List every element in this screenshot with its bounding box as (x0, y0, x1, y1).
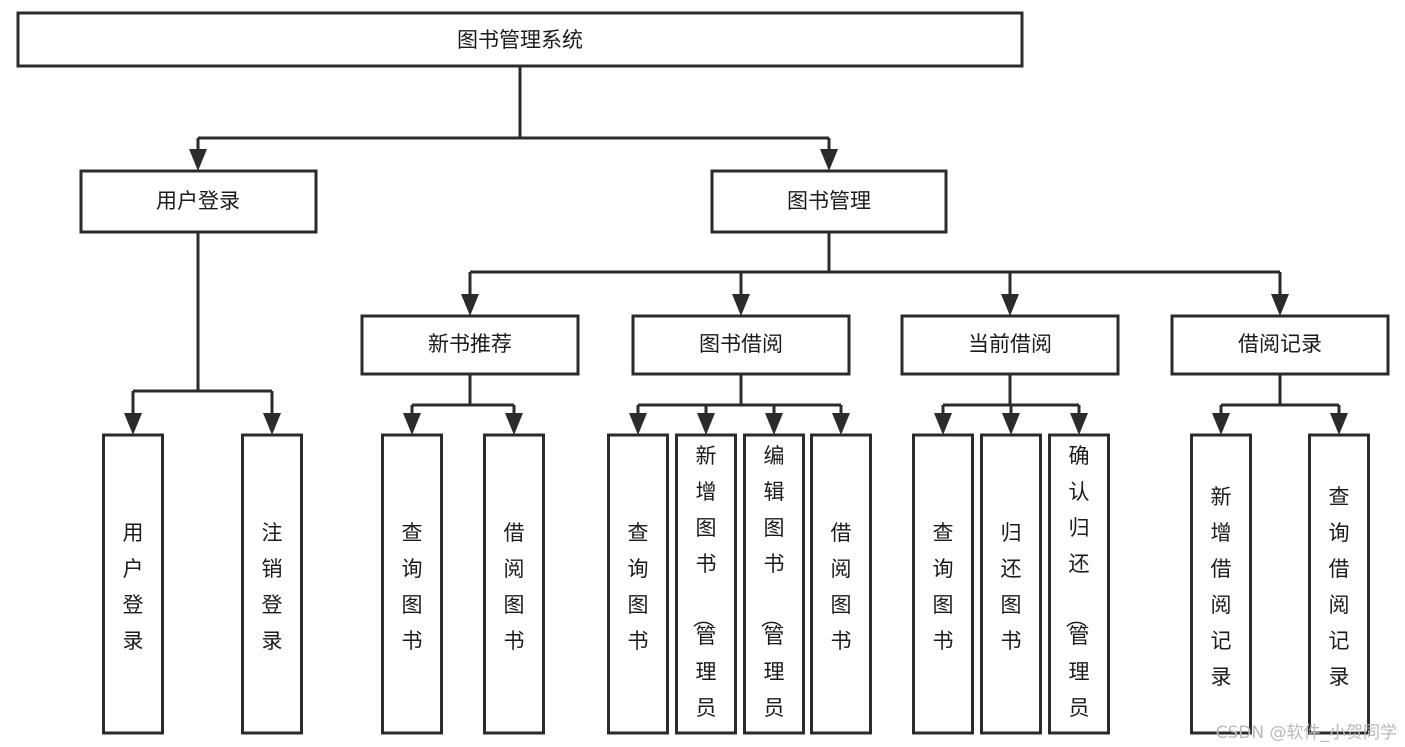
new-book-recommend-box (360, 314, 580, 376)
leaf-label: 借阅图书 (504, 521, 525, 653)
book_borrow-arrow-1 (697, 413, 715, 435)
leaf-label: 新增图书（管理员） (691, 444, 717, 747)
book-management-arrow-3 (1271, 294, 1289, 316)
edges-layer (124, 66, 1348, 435)
leaf-node-user-login-1: 注销登录 (241, 433, 303, 735)
leaf-node-current-borrow-2: 确认归还（管理员） (1048, 433, 1110, 747)
root-box (16, 11, 1024, 68)
current-borrow-box (900, 314, 1120, 376)
leaf-box (483, 433, 545, 735)
current_borrow-arrow-0 (934, 413, 952, 435)
leaf-box (912, 433, 974, 735)
leaf-box (381, 433, 443, 735)
leaf-label: 查询图书 (628, 521, 649, 653)
user-login-arrow-0 (124, 413, 142, 435)
new_book_recommend-arrow-1 (505, 413, 523, 435)
book_borrow-arrow-0 (629, 413, 647, 435)
current_borrow-arrow-2 (1070, 413, 1088, 435)
leaf-label: 用户登录 (123, 521, 144, 653)
leaf-node-user-login-0: 用户登录 (102, 433, 164, 735)
leaf-box (607, 433, 669, 735)
leaf-label: 归还图书 (1001, 521, 1022, 653)
leaf-node-current-borrow-0: 查询图书 (912, 433, 974, 735)
root-label: 图书管理系统 (457, 28, 583, 52)
leaf-node-book-borrow-3: 借阅图书 (810, 433, 872, 735)
leaf-box (102, 433, 164, 735)
root-arrow-0 (189, 149, 207, 171)
root-arrow-1 (820, 149, 838, 171)
leaf-box (1048, 433, 1110, 735)
book-borrow-box (631, 314, 851, 376)
book-borrow-label: 图书借阅 (699, 332, 783, 356)
book-management-box (710, 169, 948, 234)
leaf-label: 查询图书 (933, 521, 954, 653)
leaves-layer: 用户登录 注销登录 查询图书 借阅图书 查询图书 新增图书（管理员） 编辑图书（管理员） 借阅… (102, 433, 1370, 747)
book-management-arrow-1 (732, 294, 750, 316)
leaf-node-book-borrow-2: 编辑图书（管理员） (743, 433, 805, 747)
new-book-recommend-label: 新书推荐 (428, 332, 512, 356)
book_borrow-arrow-3 (832, 413, 850, 435)
leaf-box (980, 433, 1042, 735)
leaf-node-book-borrow-0: 查询图书 (607, 433, 669, 735)
leaf-box (1308, 433, 1370, 735)
leaf-box (675, 433, 737, 735)
leaf-label: 注销登录 (262, 521, 283, 653)
leaf-label: 查询借阅记录 (1329, 485, 1350, 689)
node-book-borrow: 图书借阅 (631, 314, 851, 376)
current-borrow-label: 当前借阅 (968, 332, 1052, 356)
leaf-node-new-book-recommend-0: 查询图书 (381, 433, 443, 735)
leaf-node-borrow-record-1: 查询借阅记录 (1308, 433, 1370, 735)
user-login-label: 用户登录 (156, 189, 240, 213)
borrow_record-arrow-0 (1212, 413, 1230, 435)
node-current-borrow: 当前借阅 (900, 314, 1120, 376)
leaf-label: 编辑图书（管理员） (759, 444, 785, 747)
leaf-node-borrow-record-0: 新增借阅记录 (1190, 433, 1252, 735)
borrow_record-arrow-1 (1330, 413, 1348, 435)
user-login-box (79, 169, 318, 234)
node-root: 图书管理系统 (16, 11, 1024, 68)
book-management-label: 图书管理 (787, 189, 871, 213)
leaf-box (810, 433, 872, 735)
user-login-arrow-1 (263, 413, 281, 435)
node-new-book-recommend: 新书推荐 (360, 314, 580, 376)
leaf-box (743, 433, 805, 735)
node-borrow-record: 借阅记录 (1170, 314, 1390, 376)
leaf-label: 新增借阅记录 (1211, 485, 1232, 689)
watermark: CSDN @软件_小贺同学 (1215, 723, 1397, 743)
leaf-label: 借阅图书 (831, 521, 852, 653)
book-management-arrow-2 (1001, 294, 1019, 316)
book_borrow-arrow-2 (765, 413, 783, 435)
leaf-node-new-book-recommend-1: 借阅图书 (483, 433, 545, 735)
leaf-node-current-borrow-1: 归还图书 (980, 433, 1042, 735)
current_borrow-arrow-1 (1002, 413, 1020, 435)
new_book_recommend-arrow-0 (403, 413, 421, 435)
borrow-record-label: 借阅记录 (1238, 332, 1322, 356)
leaf-label: 查询图书 (402, 521, 423, 653)
node-user-login: 用户登录 (79, 169, 318, 234)
leaf-node-book-borrow-1: 新增图书（管理员） (675, 433, 737, 747)
leaf-box (1190, 433, 1252, 735)
book-management-arrow-0 (461, 294, 479, 316)
leaf-label: 确认归还（管理员） (1064, 444, 1090, 747)
node-book-management: 图书管理 (710, 169, 948, 234)
leaf-box (241, 433, 303, 735)
borrow-record-box (1170, 314, 1390, 376)
